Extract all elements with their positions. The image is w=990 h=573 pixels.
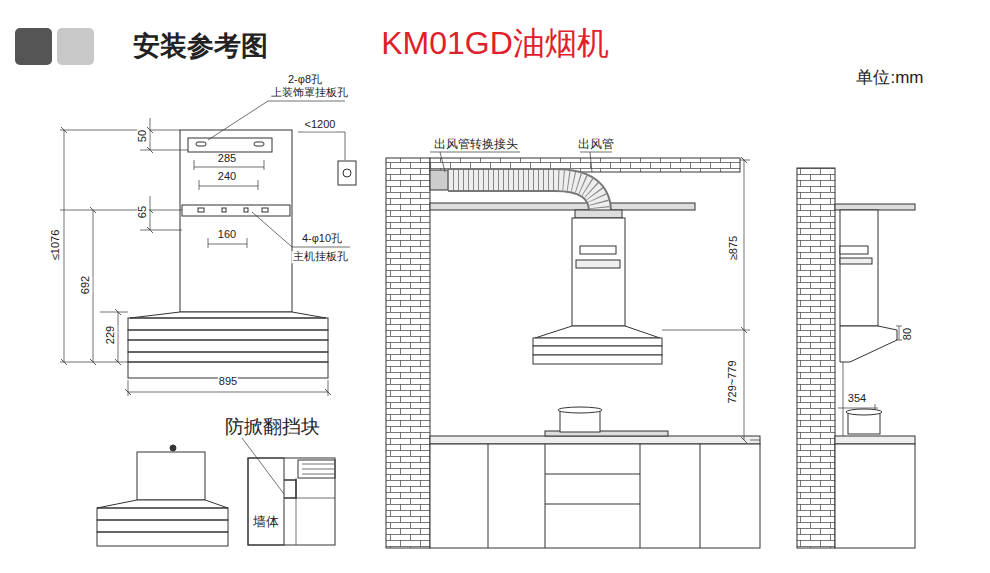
front-view xyxy=(60,101,356,396)
dimension-label: ≤1076 xyxy=(50,229,62,262)
side-view xyxy=(797,168,915,548)
dimension-label: 65 xyxy=(137,205,149,219)
dimension-label: 692 xyxy=(80,275,92,295)
dimension-label: 160 xyxy=(217,229,237,241)
dimension-label: 50 xyxy=(137,129,149,143)
model-name: KM01GD油烟机 xyxy=(380,27,610,61)
detail-title: 防掀翻挡块 xyxy=(224,417,321,437)
dimension-label: 240 xyxy=(217,171,237,183)
header-squares xyxy=(15,28,94,65)
anti-tip-detail xyxy=(97,438,335,546)
dimension-label: ≥875 xyxy=(728,235,740,261)
unit-note: 单位:mm xyxy=(855,69,924,87)
part-name: 出风管转换接头 xyxy=(433,138,519,151)
dimension-label: 354 xyxy=(847,393,867,405)
wall-label: 墙体 xyxy=(252,515,280,529)
dimension-label: 80 xyxy=(902,327,914,341)
page-title: 安装参考图 xyxy=(132,32,269,60)
callout-text: 4-φ10孔 xyxy=(301,233,343,245)
installation-view xyxy=(386,152,760,548)
callout-text: 2-φ8孔 xyxy=(287,74,323,86)
callout-text: 主机挂板孔 xyxy=(292,251,349,263)
dimension-label: 229 xyxy=(105,325,117,345)
callout-text: 上装饰罩挂板孔 xyxy=(270,87,349,99)
part-name: 出风管 xyxy=(577,138,615,151)
dimension-label: <1200 xyxy=(304,119,337,131)
dimension-label: 895 xyxy=(218,376,238,388)
dimension-label: 729~779 xyxy=(727,359,739,404)
dimension-label: 285 xyxy=(217,153,237,165)
